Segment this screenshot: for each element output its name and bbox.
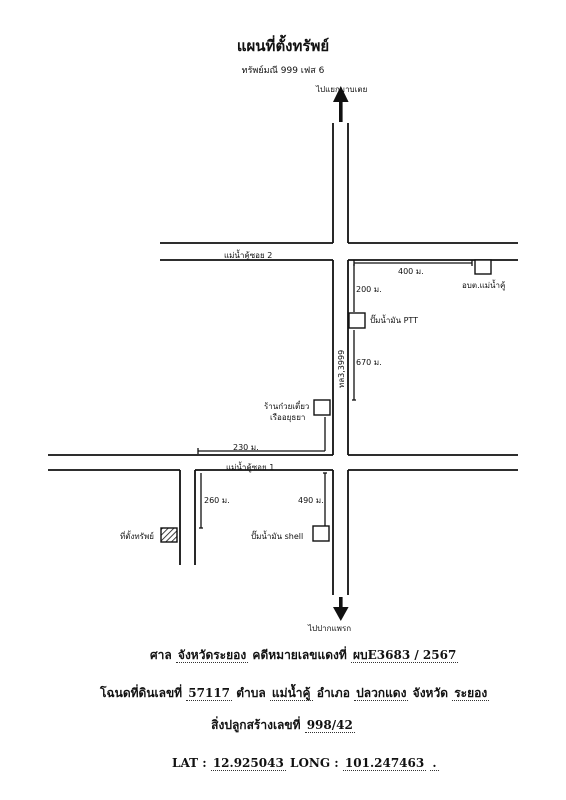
north-destination-label: ไปแยกมาบเตย	[316, 85, 368, 94]
soi1-road-label: แม่น้ำคู้ซอย 1	[226, 463, 275, 472]
tambon-label: ตำบล	[236, 686, 266, 700]
shell-station	[312, 525, 330, 542]
arrow-south-head	[333, 607, 349, 621]
soi2-road-label: แม่น้ำคู้ซอย 2	[224, 251, 273, 260]
province-label: จังหวัด	[412, 686, 448, 700]
landmarks	[160, 259, 492, 543]
south-destination-label: ไปปากแพรก	[308, 624, 352, 633]
obt-label: อบต.แม่น้ำคู้	[462, 281, 506, 290]
distance-400: 400 ม.	[398, 267, 424, 276]
arrow-north-shaft	[339, 94, 343, 122]
deed-label: โฉนดที่ดินเลขที่	[100, 686, 183, 700]
case-label: คดีหมายเลขแดงที่	[252, 648, 347, 662]
deed-value: 57117	[186, 686, 233, 701]
amphoe-value: ปลวกแดง	[354, 686, 409, 701]
long-value: 101.247463	[342, 756, 427, 771]
property-location-marker	[160, 527, 178, 543]
direction-arrows	[333, 86, 349, 621]
long-label: LONG :	[290, 756, 339, 770]
shell-label: ปั๊มน้ำมัน shell	[251, 532, 304, 541]
obt-building	[474, 259, 492, 275]
noodle-label-line2: เรืออยุธยา	[270, 413, 306, 422]
highway-label: ทล3,3999	[337, 349, 346, 388]
ptt-label: ปั๊มน้ำมัน PTT	[370, 316, 419, 325]
case-value: ผบE3683 / 2567	[350, 648, 459, 663]
building-line: สิ่งปลูกสร้างเลขที่ 998/42	[0, 716, 566, 735]
trailing-dot: .	[430, 756, 439, 771]
tambon-value: แม่น้ำคู้	[269, 686, 313, 701]
noodle-label-line1: ร้านก๋วยเตี๋ยว	[264, 402, 310, 411]
road-network	[48, 123, 518, 595]
arrow-south-shaft	[339, 597, 343, 611]
distance-lines	[197, 260, 473, 529]
distance-490: 490 ม.	[298, 496, 324, 505]
map-title: แผนที่ตั้งทรัพย์	[236, 37, 330, 55]
court-label: ศาล	[150, 648, 172, 662]
distance-230: 230 ม.	[233, 443, 259, 452]
building-value: 998/42	[304, 718, 355, 733]
court-value: จังหวัดระยอง	[175, 648, 249, 663]
lat-value: 12.925043	[210, 756, 286, 771]
lat-label: LAT :	[172, 756, 207, 770]
arrow-north-head	[333, 86, 349, 102]
ptt-station	[348, 312, 366, 329]
property-label: ที่ตั้งทรัพย์	[120, 532, 154, 541]
court-line: ศาล จังหวัดระยอง คดีหมายเลขแดงที่ ผบE368…	[150, 646, 459, 665]
province-value: ระยอง	[452, 686, 490, 701]
map-subtitle: ทรัพย์มณี 999 เฟส 6	[241, 66, 325, 76]
noodle-shop	[313, 399, 331, 416]
coordinates-line: LAT : 12.925043 LONG : 101.247463 .	[172, 756, 439, 771]
distance-670: 670 ม.	[356, 358, 382, 367]
building-label: สิ่งปลูกสร้างเลขที่	[211, 718, 301, 732]
deed-line: โฉนดที่ดินเลขที่ 57117 ตำบล แม่น้ำคู้ อำ…	[100, 684, 490, 703]
distance-260: 260 ม.	[204, 496, 230, 505]
amphoe-label: อำเภอ	[316, 686, 350, 700]
distance-200: 200 ม.	[356, 285, 382, 294]
